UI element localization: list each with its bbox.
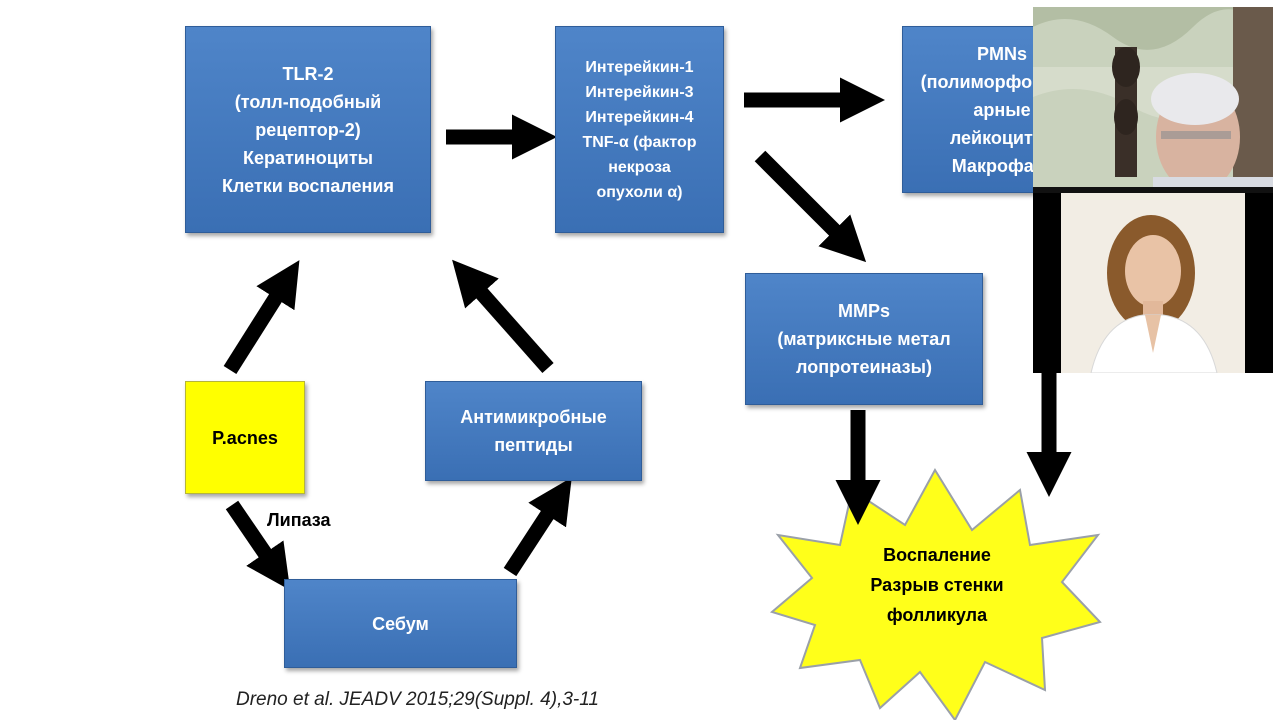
pacnes-box: P.acnes [185, 381, 305, 494]
sebum-box: Себум [284, 579, 517, 668]
cytokines-box: Интерейкин-1 Интерейкин-3 Интерейкин-4 T… [555, 26, 724, 233]
participant-elderly-man [1033, 7, 1273, 187]
tlr2-box: TLR-2 (толл-подобный рецептор-2) Кератин… [185, 26, 431, 233]
outcome-starburst [769, 468, 1102, 720]
arrow-pacnes-to-tlr2 [223, 260, 300, 375]
video-tile-participant-1[interactable] [1033, 7, 1273, 187]
arrow-pacnes-to-sebum [225, 500, 291, 591]
participant-woman-white-coat [1033, 193, 1273, 373]
lipaza-label: Липаза [267, 510, 331, 530]
video-overlay [1033, 7, 1273, 373]
arrow-antimicrobial-to-tlr2 [452, 259, 554, 373]
video-tile-participant-2[interactable] [1033, 193, 1273, 373]
arrow-cytokines-to-mmps [754, 150, 867, 263]
outcome-text: Воспаление Разрыв стенки фолликула [870, 545, 1004, 625]
citation: Dreno et al. JEADV 2015;29(Suppl. 4),3-1… [236, 689, 599, 710]
arrow-sebum-to-antimicrobial [503, 477, 572, 577]
antimicrobial-box: Антимикробные пептиды [425, 381, 642, 481]
mmps-box: MMPs (матриксные метал лопротеиназы) [745, 273, 983, 405]
